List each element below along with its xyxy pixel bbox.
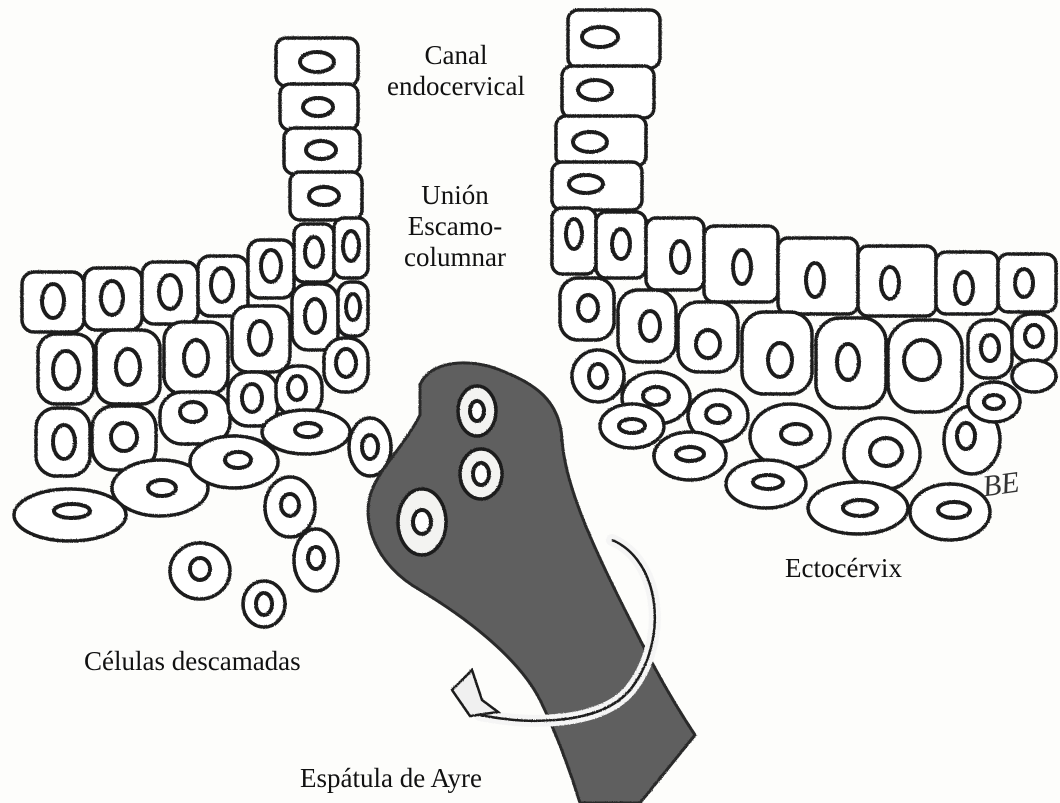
label-canal-line2: endocervical <box>368 71 544 102</box>
endocervical-columnar-cells <box>276 38 362 220</box>
label-celulas-descamadas: Células descamadas <box>84 646 301 677</box>
label-union-line3: columnar <box>388 242 522 273</box>
right-columnar-cells <box>552 10 660 210</box>
label-union-line2: Escamo- <box>388 211 522 242</box>
label-union-escamocolumnar: Unión Escamo- columnar <box>388 180 522 273</box>
label-union-line1: Unión <box>388 180 522 211</box>
label-ectocervix: Ectocérvix <box>785 553 902 584</box>
label-canal-line1: Canal <box>368 40 544 71</box>
artist-signature: BE <box>981 466 1022 504</box>
label-canal-endocervical: Canal endocervical <box>368 40 544 102</box>
label-espatula-de-ayre: Espátula de Ayre <box>300 763 482 794</box>
